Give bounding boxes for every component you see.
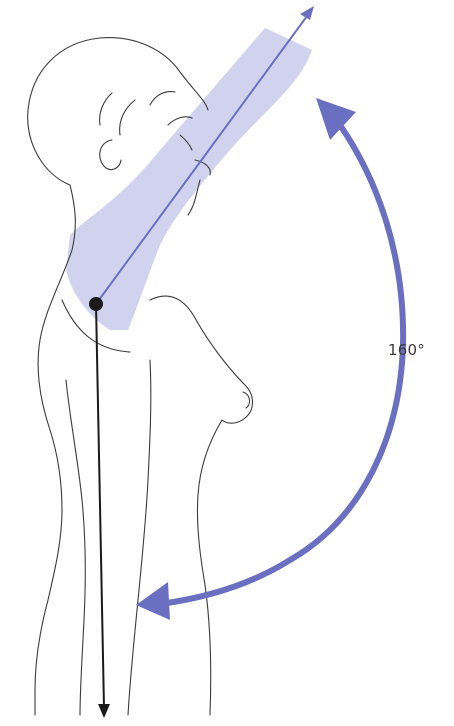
- hair-detail: [100, 92, 192, 135]
- shoulder-pivot-dot: [89, 297, 103, 311]
- front-torso-outline: [150, 296, 253, 715]
- nipple: [243, 392, 250, 408]
- arc-arrowhead-top: [316, 98, 356, 140]
- raised-arm-highlight: [66, 28, 312, 330]
- vertical-axis-arrow: [96, 304, 110, 718]
- hanging-arm-front: [128, 360, 151, 715]
- angle-label: 160°: [388, 341, 425, 359]
- arc-arrowhead-bottom: [136, 582, 170, 620]
- ear: [100, 140, 121, 170]
- hanging-arm-back: [66, 380, 85, 715]
- arm-axis-arrow: [96, 6, 314, 304]
